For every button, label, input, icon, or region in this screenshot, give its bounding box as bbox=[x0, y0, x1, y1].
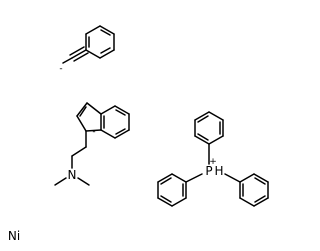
triple-bond bbox=[62, 46, 89, 64]
indene-benzo-ring bbox=[100, 105, 130, 139]
triphenylphosphonium-fragment: P H + bbox=[157, 111, 269, 207]
phenyl-ring-right bbox=[224, 173, 269, 207]
phenylacetylide-fragment: - bbox=[59, 25, 115, 74]
ethyl-linker bbox=[71, 130, 87, 169]
nitrogen-atom: N bbox=[68, 168, 77, 182]
indenyl-amine-fragment: - N bbox=[54, 102, 130, 186]
acetylide-charge: - bbox=[59, 64, 62, 74]
phenyl-ring-top bbox=[194, 111, 224, 165]
hydrogen-atom: H bbox=[214, 164, 223, 178]
phosphorus-atom: P bbox=[205, 164, 212, 178]
structure-diagram: - - bbox=[8, 25, 269, 243]
nickel-atom: Ni bbox=[8, 229, 20, 243]
phenyl-ring-left bbox=[157, 173, 203, 207]
phenyl-ring bbox=[85, 25, 115, 59]
indenyl-charge: - bbox=[92, 127, 95, 137]
indene-cyclopentadienyl-ring bbox=[76, 102, 102, 132]
phosphonium-charge: + bbox=[209, 157, 217, 167]
dimethyl-groups bbox=[54, 177, 90, 186]
